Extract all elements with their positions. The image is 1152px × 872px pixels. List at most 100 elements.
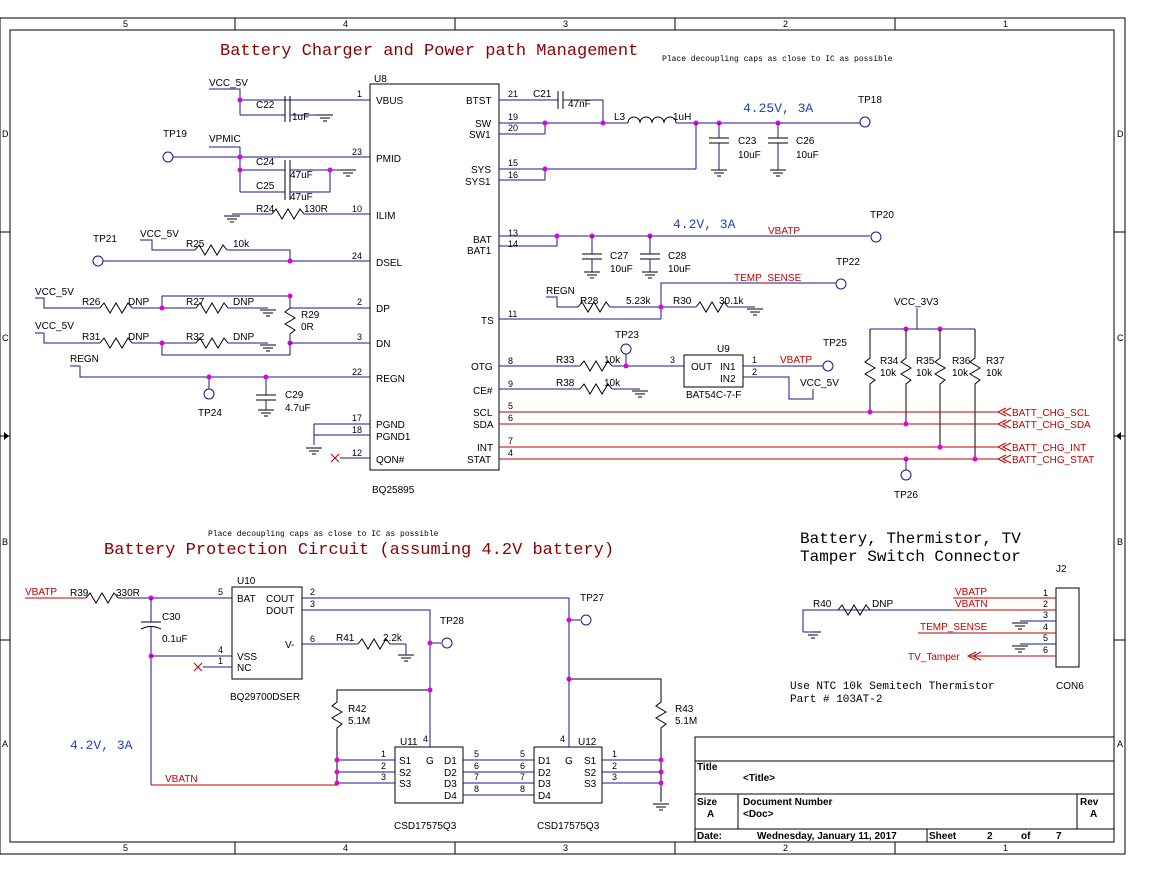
u8-pin-number: 23 — [352, 147, 362, 157]
u8-pin-name: ILIM — [376, 211, 395, 222]
r43-refdes: R43 — [675, 704, 694, 715]
net-label-vbatn: VBATN — [955, 599, 988, 610]
r25-refdes: R25 — [186, 239, 205, 250]
batn-output-note: 4.2V, 3A — [70, 738, 133, 753]
r39-value: 330R — [116, 588, 140, 599]
connector-section-title-line2: Tamper Switch Connector — [800, 548, 1021, 566]
u11-mosfet: U11 CSD17575Q3 G 4 S1 S2 S3 D1 D2 D3 D4 … — [334, 734, 479, 832]
r38-refdes: R38 — [556, 378, 575, 389]
vbatn-return: VBATN — [151, 774, 337, 786]
u8-pin-name: DP — [376, 304, 390, 315]
c29-refdes: C29 — [285, 390, 304, 401]
j2-pin-number: 4 — [1043, 622, 1048, 632]
l3-value: 1uH — [673, 112, 691, 123]
net-label-vbatp: VBATP — [955, 587, 987, 598]
u12-gate: G — [565, 756, 573, 767]
net-label-batt-chg-sda: BATT_CHG_SDA — [1012, 420, 1091, 431]
u10-protection-ic: U10 BQ29700DSER BAT COUT DOUT V- VSS NC … — [218, 576, 315, 703]
u9-pin-out: OUT — [691, 362, 712, 373]
charger-section-title: Battery Charger and Power path Managemen… — [220, 42, 638, 61]
r24-value: 130R — [304, 204, 328, 215]
r41-value: 2.2k — [383, 633, 403, 644]
sys-network — [499, 123, 697, 181]
u8-pin-name: BAT — [473, 235, 492, 246]
u12-pin-name: S2 — [584, 768, 597, 779]
u11-pin-number: 6 — [474, 761, 479, 771]
u9-diode: U9 BAT54C-7-F OUT IN1 IN2 3 1 2 TP25 VBA… — [670, 338, 847, 401]
title-block-of-value: 7 — [1056, 831, 1062, 842]
net-label-vpmic: VPMIC — [209, 134, 241, 145]
u8-pin-number: 14 — [508, 239, 518, 249]
u8-pin-name: SW — [475, 119, 492, 130]
u12-pin-name: S3 — [584, 779, 597, 790]
j2-connector: J2 CON6 1 2 3 4 5 6 VBATP VBATN R40 DNP … — [802, 564, 1084, 692]
net-label-batt-chg-int: BATT_CHG_INT — [1012, 443, 1086, 454]
u11-pin-name: S3 — [399, 779, 412, 790]
u8-pin-name: SYS1 — [465, 177, 491, 188]
u11-pin-name: S2 — [399, 768, 412, 779]
u8-pin-name: OTG — [471, 362, 493, 373]
col-label: 2 — [783, 19, 788, 29]
col-label: 3 — [563, 843, 568, 853]
u8-pin-number: 17 — [352, 413, 362, 423]
net-label-vcc5v: VCC_5V — [140, 229, 179, 240]
decoupling-note-top: Place decoupling caps as close to IC as … — [662, 55, 893, 64]
c29-value: 4.7uF — [285, 403, 311, 414]
u8-pin-number: 7 — [508, 436, 513, 446]
u8-pin-name: SCL — [473, 408, 493, 419]
bat-output-note: 4.2V, 3A — [673, 217, 736, 232]
tp22-label: TP22 — [836, 257, 860, 268]
c30-value: 0.1uF — [162, 634, 188, 645]
r25-value: 10k — [233, 239, 250, 250]
title-block-title-value: <Title> — [743, 773, 775, 784]
u11-pin-name: D3 — [444, 779, 457, 790]
row-label: B — [2, 537, 8, 547]
r30-value: 30.1k — [719, 296, 744, 307]
border-column-labels-top: 5 4 3 2 1 — [123, 19, 1008, 29]
r29-value: 0R — [301, 322, 314, 333]
col-label: 2 — [783, 843, 788, 853]
u9-pin-number: 3 — [670, 355, 675, 365]
u8-pin-number: 8 — [508, 356, 513, 366]
u8-pin-number: 10 — [352, 204, 362, 214]
r33-refdes: R33 — [556, 355, 575, 366]
j2-pin-number: 6 — [1043, 645, 1048, 655]
title-block-docnum-value: <Doc> — [743, 809, 774, 820]
u11-refdes: U11 — [400, 737, 418, 748]
c24-value: 47uF — [290, 170, 313, 181]
net-label-vcc3v3: VCC_3V3 — [894, 297, 939, 308]
u12-pin-number: 8 — [520, 784, 525, 794]
row-label: D — [1117, 129, 1124, 139]
r31-refdes: R31 — [82, 332, 101, 343]
r28-value: 5.23k — [626, 296, 651, 307]
col-label: 5 — [123, 19, 128, 29]
u12-pin-number: 1 — [612, 749, 617, 759]
net-label-vbatp: VBATP — [780, 355, 812, 366]
tp21-label: TP21 — [93, 234, 117, 245]
net-label-regn: REGN — [546, 286, 575, 297]
title-block-rev-value: A — [1090, 809, 1097, 820]
i2c-status-lines: TP26 BATT_CHG_SCL BATT_CHG_SDA BATT_CHG_… — [499, 407, 1094, 501]
u11-pin-name: S1 — [399, 756, 412, 767]
c28-value: 10uF — [668, 264, 691, 275]
c23-refdes: C23 — [738, 136, 757, 147]
net-label-regn: REGN — [70, 354, 99, 365]
u9-pin-number: 1 — [752, 355, 757, 365]
u12-pin-number: 5 — [520, 749, 525, 759]
u8-pin-number: 18 — [352, 425, 362, 435]
r26-value: DNP — [128, 297, 149, 308]
u8-pin-name: SYS — [471, 165, 491, 176]
u11-pin-number: 8 — [474, 784, 479, 794]
u10-pin-number: 6 — [310, 634, 315, 644]
j2-pin-number: 5 — [1043, 633, 1048, 643]
r37-value: 10k — [986, 368, 1003, 379]
u8-pin-number: 12 — [352, 448, 362, 458]
tp23-label: TP23 — [615, 330, 639, 341]
r42-refdes: R42 — [348, 704, 367, 715]
u10-pin-number: 3 — [310, 599, 315, 609]
u11-gate: G — [426, 756, 434, 767]
c25-refdes: C25 — [256, 181, 275, 192]
col-label: 4 — [343, 19, 348, 29]
u8-pin-name: PMID — [376, 154, 401, 165]
u12-pin-number: 7 — [520, 772, 525, 782]
